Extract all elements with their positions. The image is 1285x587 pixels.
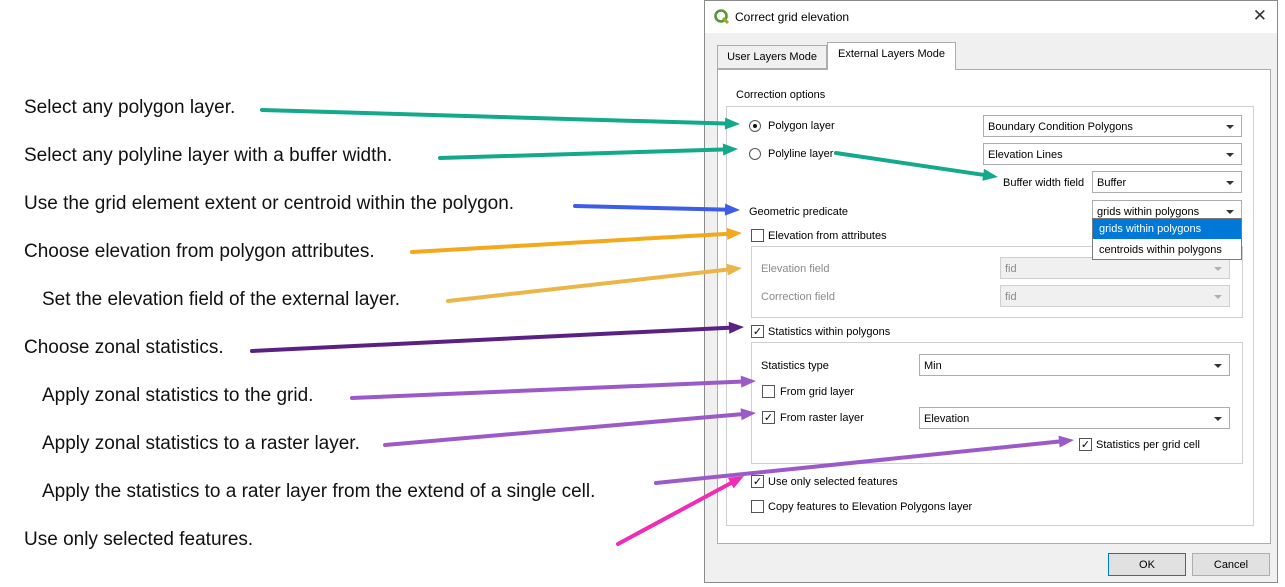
- elevation-field-combo[interactable]: fid: [1000, 257, 1230, 279]
- close-icon[interactable]: ✕: [1252, 6, 1267, 25]
- external-layers-pane: Correction options Polygon layer Boundar…: [717, 69, 1271, 544]
- annotation-zonal-statistics: Choose zonal statistics.: [24, 337, 224, 358]
- tab-external-layers-mode[interactable]: External Layers Mode: [827, 42, 956, 70]
- copy-features-label: Copy features to Elevation Polygons laye…: [768, 501, 973, 513]
- chevron-down-icon: [1214, 364, 1222, 368]
- annotation-grid-statistics: Apply zonal statistics to the grid.: [42, 385, 314, 406]
- polyline-layer-label: Polyline layer: [768, 148, 834, 160]
- polygon-layer-radio[interactable]: [749, 120, 761, 132]
- correct-grid-elevation-dialog: Correct grid elevation ✕ User Layers Mod…: [704, 0, 1278, 583]
- correction-field-label: Correction field: [761, 291, 835, 303]
- from-grid-layer-label: From grid layer: [780, 386, 854, 398]
- correction-field-combo[interactable]: fid: [1000, 285, 1230, 307]
- elevation-field-value: fid: [1005, 263, 1017, 275]
- correction-field-value: fid: [1005, 291, 1017, 303]
- ok-button[interactable]: OK: [1108, 553, 1186, 576]
- elevation-attributes-group: [751, 246, 1243, 318]
- annotation-polygon-layer: Select any polygon layer.: [24, 97, 236, 118]
- arrow-line: [410, 231, 730, 254]
- arrow-line: [250, 325, 732, 353]
- dialog-title: Correct grid elevation: [735, 10, 850, 24]
- chevron-down-icon: [1226, 181, 1234, 185]
- geometric-predicate-label: Geometric predicate: [749, 206, 849, 218]
- from-grid-layer-checkbox[interactable]: [762, 385, 775, 398]
- use-only-selected-features-label: Use only selected features: [768, 476, 898, 488]
- use-only-selected-features-checkbox[interactable]: ✓: [751, 475, 764, 488]
- polygon-layer-label: Polygon layer: [768, 120, 835, 132]
- geometric-predicate-value: grids within polygons: [1097, 206, 1200, 218]
- annotation-elevation-attributes: Choose elevation from polygon attributes…: [24, 241, 375, 262]
- elevation-field-label: Elevation field: [761, 263, 830, 275]
- chevron-down-icon: [1214, 267, 1222, 271]
- elevation-from-attributes-label: Elevation from attributes: [768, 230, 887, 242]
- chevron-down-icon: [1226, 153, 1234, 157]
- from-raster-layer-label: From raster layer: [780, 412, 864, 424]
- statistics-type-value: Min: [924, 360, 942, 372]
- chevron-down-icon: [1226, 210, 1234, 214]
- buffer-width-field-combo[interactable]: Buffer: [1092, 171, 1242, 193]
- polyline-layer-combo[interactable]: Elevation Lines: [983, 143, 1242, 165]
- elevation-from-attributes-checkbox[interactable]: [751, 229, 764, 242]
- option-grids-within-polygons[interactable]: grids within polygons: [1093, 219, 1241, 239]
- arrow-line: [446, 267, 730, 303]
- statistics-within-polygons-checkbox[interactable]: ✓: [751, 325, 764, 338]
- cancel-button[interactable]: Cancel: [1192, 553, 1270, 576]
- raster-layer-combo[interactable]: Elevation: [919, 407, 1230, 429]
- tab-user-layers-mode[interactable]: User Layers Mode: [717, 45, 827, 69]
- polyline-layer-value: Elevation Lines: [988, 149, 1063, 161]
- title-bar: Correct grid elevation ✕: [705, 1, 1277, 33]
- polygon-layer-value: Boundary Condition Polygons: [988, 121, 1133, 133]
- annotation-elevation-field: Set the elevation field of the external …: [42, 289, 401, 310]
- geometric-predicate-dropdown: grids within polygons centroids within p…: [1092, 218, 1242, 260]
- statistics-type-combo[interactable]: Min: [919, 354, 1230, 376]
- qgis-logo-icon: [714, 9, 730, 25]
- raster-layer-value: Elevation: [924, 413, 970, 425]
- correction-options-group: [726, 106, 1254, 526]
- buffer-width-field-value: Buffer: [1097, 177, 1127, 189]
- chevron-down-icon: [1226, 125, 1234, 129]
- arrow-line: [350, 379, 744, 400]
- arrow-line: [438, 147, 726, 160]
- chevron-down-icon: [1214, 295, 1222, 299]
- statistics-per-grid-cell-checkbox[interactable]: ✓: [1079, 438, 1092, 451]
- statistics-within-polygons-label: Statistics within polygons: [768, 326, 891, 338]
- correction-options-label: Correction options: [736, 89, 826, 101]
- arrow-line: [260, 108, 728, 126]
- annotation-raster-statistics: Apply zonal statistics to a raster layer…: [42, 433, 360, 454]
- chevron-down-icon: [1214, 417, 1222, 421]
- annotation-geometric-predicate: Use the grid element extent or centroid …: [24, 193, 515, 214]
- from-raster-layer-checkbox[interactable]: ✓: [762, 411, 775, 424]
- polygon-layer-combo[interactable]: Boundary Condition Polygons: [983, 115, 1242, 137]
- copy-features-checkbox[interactable]: [751, 500, 764, 513]
- arrow-line: [383, 412, 744, 447]
- annotation-per-cell-statistics: Apply the statistics to a rater layer fr…: [42, 481, 596, 502]
- buffer-width-field-label: Buffer width field: [1003, 177, 1085, 189]
- polyline-layer-radio[interactable]: [749, 148, 761, 160]
- statistics-type-label: Statistics type: [761, 360, 829, 372]
- annotation-polyline-layer: Select any polyline layer with a buffer …: [24, 145, 393, 166]
- option-centroids-within-polygons[interactable]: centroids within polygons: [1099, 244, 1222, 256]
- statistics-per-grid-cell-label: Statistics per grid cell: [1096, 439, 1200, 451]
- arrow-line: [573, 204, 728, 212]
- annotation-selected-features: Use only selected features.: [24, 529, 254, 550]
